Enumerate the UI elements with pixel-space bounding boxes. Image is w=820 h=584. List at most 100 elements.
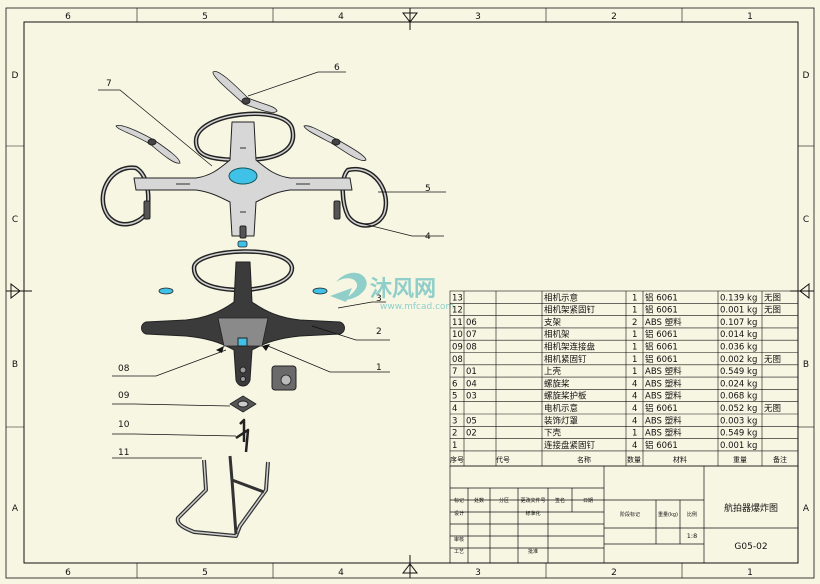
bom-cell-material: 铝 6061: [645, 342, 678, 353]
bom-cell-qty: 1: [632, 355, 637, 365]
leader-arrows: [216, 344, 270, 353]
bom-cell-code: 06: [466, 318, 477, 328]
zone-bottom-2: 2: [611, 568, 617, 578]
bom-table: [449, 290, 799, 467]
bom-cell-index: 10: [452, 330, 463, 340]
callout-labels: 6 7 5 4 3 2 1 08 09 10 11: [106, 63, 431, 458]
bom-cell-name: 螺旋桨护板: [544, 391, 587, 402]
bom-cell-material: 铝 6061: [645, 440, 678, 451]
zone-left-d: D: [12, 71, 19, 81]
zone-bottom-3: 3: [475, 568, 481, 578]
bom-cell-weight: 0.001 kg: [720, 441, 757, 451]
callout-3: 3: [376, 294, 382, 304]
callout-08: 08: [118, 364, 130, 374]
callout-7: 7: [106, 79, 112, 89]
bom-cell-qty: 4: [632, 404, 637, 414]
bom-cell-index: 6: [452, 379, 457, 389]
callout-5: 5: [425, 184, 431, 194]
bom-cell-material: ABS 塑料: [645, 415, 682, 426]
bom-cell-index: 13: [452, 293, 463, 303]
bom-cell-note: 无图: [764, 306, 781, 316]
bom-cell-qty: 1: [632, 429, 637, 439]
drawing-number: G05-02: [734, 542, 767, 552]
bom-cell-qty: 2: [632, 318, 637, 328]
bom-cell-qty: 4: [632, 416, 637, 426]
bom-header-index: 序号: [450, 455, 464, 464]
motor-left: [143, 200, 151, 220]
zone-bottom-6: 6: [65, 568, 71, 578]
watermark-brand: 沐风网: [370, 277, 436, 302]
upper-shell: [133, 121, 353, 237]
bom-cell-code: 05: [466, 416, 477, 426]
tb-scale-value: 1:8: [687, 532, 697, 540]
bom-cell-code: 08: [466, 343, 477, 353]
bom-cell-code: 04: [466, 379, 477, 389]
bom-cell-index: 4: [452, 404, 457, 414]
bom-cell-material: ABS 塑料: [645, 366, 682, 377]
bom-cell-note: 无图: [764, 293, 781, 303]
bom-cell-index: 2: [452, 429, 457, 439]
bom-cell-weight: 0.107 kg: [720, 318, 757, 328]
bom-cell-material: 铝 6061: [645, 292, 678, 303]
bom-cell-code: 07: [466, 330, 477, 340]
propeller-right: [303, 125, 367, 161]
tb-sign-label: 签名: [555, 497, 565, 504]
tb-approve-label: 批准: [528, 548, 538, 555]
bom-cell-code: 03: [466, 392, 477, 402]
bom-cell-index: 09: [452, 343, 463, 353]
zone-right-a: A: [803, 504, 810, 514]
zone-right-d: D: [803, 71, 810, 81]
tb-scale-label: 比例: [687, 511, 697, 518]
bom-cell-weight: 0.014 kg: [720, 330, 757, 340]
bom-cell-weight: 0.052 kg: [720, 404, 757, 414]
bom-cell-name: 螺旋桨: [544, 378, 570, 389]
motor-right: [333, 200, 341, 220]
bom-cell-index: 08: [452, 355, 463, 365]
zone-dividers: [6, 8, 814, 578]
light-cover-left: [158, 287, 174, 295]
bom-cell-code: 02: [466, 429, 477, 439]
camera-mount: [229, 395, 257, 413]
zone-bottom-1: 1: [747, 568, 753, 578]
bom-cell-material: ABS 塑料: [645, 428, 682, 439]
light-cover-right: [312, 287, 328, 295]
camera-bracket: [235, 418, 250, 453]
tb-zone-label: 分区: [499, 497, 509, 504]
tb-weight-label: 重量(kg): [658, 511, 678, 518]
bom-cell-index: 3: [452, 416, 457, 426]
callout-4: 4: [425, 232, 431, 242]
bom-cell-name: 相机紧固钉: [544, 354, 587, 365]
light-cover-center: [237, 240, 248, 248]
zone-top-4: 4: [338, 12, 344, 22]
centering-marks: [6, 8, 814, 578]
bom-cell-index: 11: [452, 318, 463, 328]
callout-1: 1: [376, 363, 382, 373]
tb-review-label: 审核: [454, 536, 464, 543]
propeller-top: [212, 70, 278, 113]
tb-change-label: 更改文件号: [520, 497, 545, 504]
bom-cell-weight: 0.139 kg: [720, 293, 757, 303]
bom-cell-material: 铝 6061: [645, 354, 678, 365]
motor-front: [239, 225, 247, 239]
bom-cell-weight: 0.549 kg: [720, 429, 757, 439]
tb-date-label: 日期: [583, 498, 593, 504]
zone-labels: 6 5 4 3 2 1 6 5 4 3 2 1 D C B A D C B A: [12, 12, 810, 578]
bom-cell-weight: 0.024 kg: [720, 379, 757, 389]
bom-cell-material: 铝 6061: [645, 403, 678, 414]
zone-left-c: C: [12, 215, 18, 225]
zone-left-b: B: [12, 360, 18, 370]
bom-cell-weight: 0.549 kg: [720, 367, 757, 377]
tb-std-label: 标准化: [525, 510, 540, 517]
zone-left-a: A: [12, 504, 19, 514]
drawing-title: 航拍器爆炸图: [724, 502, 778, 514]
zone-bottom-4: 4: [338, 568, 344, 578]
bom-cell-material: ABS 塑料: [645, 378, 682, 389]
bom-cell-name: 连接盘紧固钉: [544, 440, 596, 451]
zone-top-1: 1: [747, 12, 753, 22]
bom-cell-qty: 4: [632, 392, 637, 402]
title-block: [449, 465, 799, 564]
camera: [271, 365, 297, 391]
bom-header-name: 名称: [577, 455, 591, 464]
